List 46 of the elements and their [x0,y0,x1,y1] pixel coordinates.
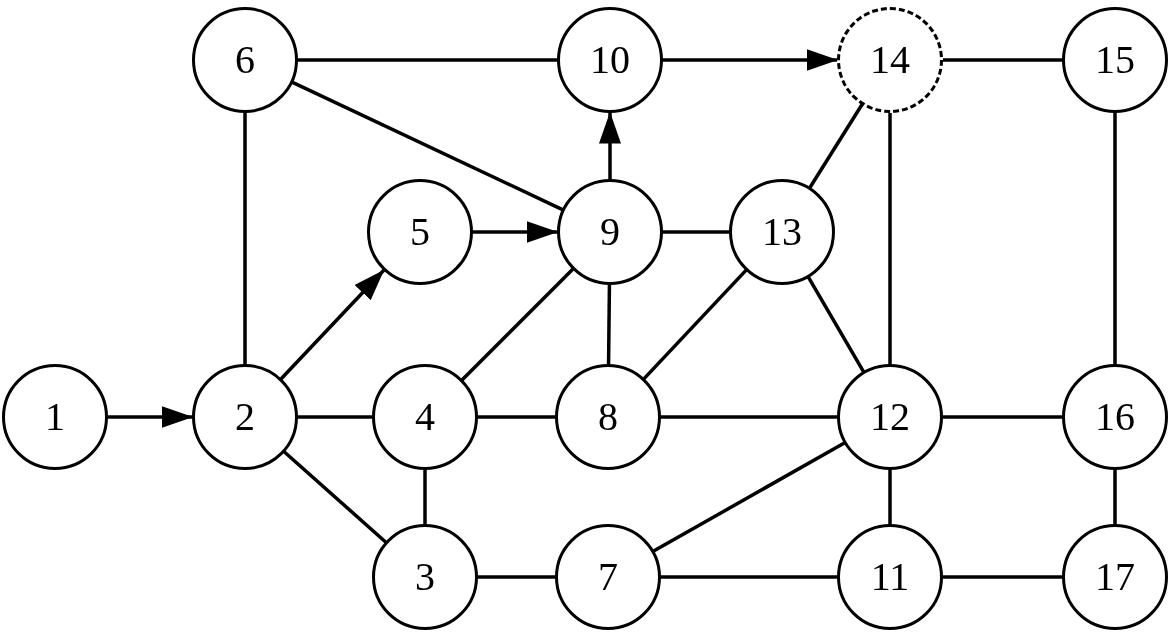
node-label: 5 [410,212,430,252]
connector-line [243,112,247,365]
connector-line [806,276,866,373]
connector-line [297,415,373,419]
connector-line [652,441,846,553]
node-label: 14 [870,40,910,80]
node-label: 2 [235,397,255,437]
node-label: 16 [1095,397,1135,437]
connector-line [1113,112,1117,365]
node-label: 3 [415,557,435,597]
connector-line [888,112,892,365]
node-label: 1 [45,397,65,437]
arrow [472,221,558,244]
arrow [599,112,622,180]
node-label: 9 [600,212,620,252]
node-label: 10 [590,40,630,80]
node-label: 11 [870,557,910,597]
connector-line [297,58,558,62]
connector-line [642,268,748,381]
node-label: 13 [762,212,802,252]
node-label: 12 [870,397,910,437]
node-label: 7 [598,557,618,597]
arrow [279,268,386,381]
node-label: 17 [1095,557,1135,597]
connector-line [808,103,864,189]
connector-line [1113,469,1117,525]
connector-line [460,267,575,382]
connector-line [662,230,730,234]
arrow [107,406,193,429]
connector-line [660,575,838,579]
connector-line [942,575,1063,579]
connector-line [660,415,838,419]
node-label: 6 [235,40,255,80]
arrow [662,49,838,72]
connector-line [291,80,564,212]
node-label: 4 [415,397,435,437]
connector-line [423,469,427,525]
connector-line [606,284,612,365]
connector-line [477,415,556,419]
connector-line [282,450,388,544]
connector-line [942,415,1063,419]
connector-line [477,575,556,579]
node-label: 8 [598,397,618,437]
node-label: 15 [1095,40,1135,80]
connector-line [888,469,892,525]
connector-line [942,58,1063,62]
